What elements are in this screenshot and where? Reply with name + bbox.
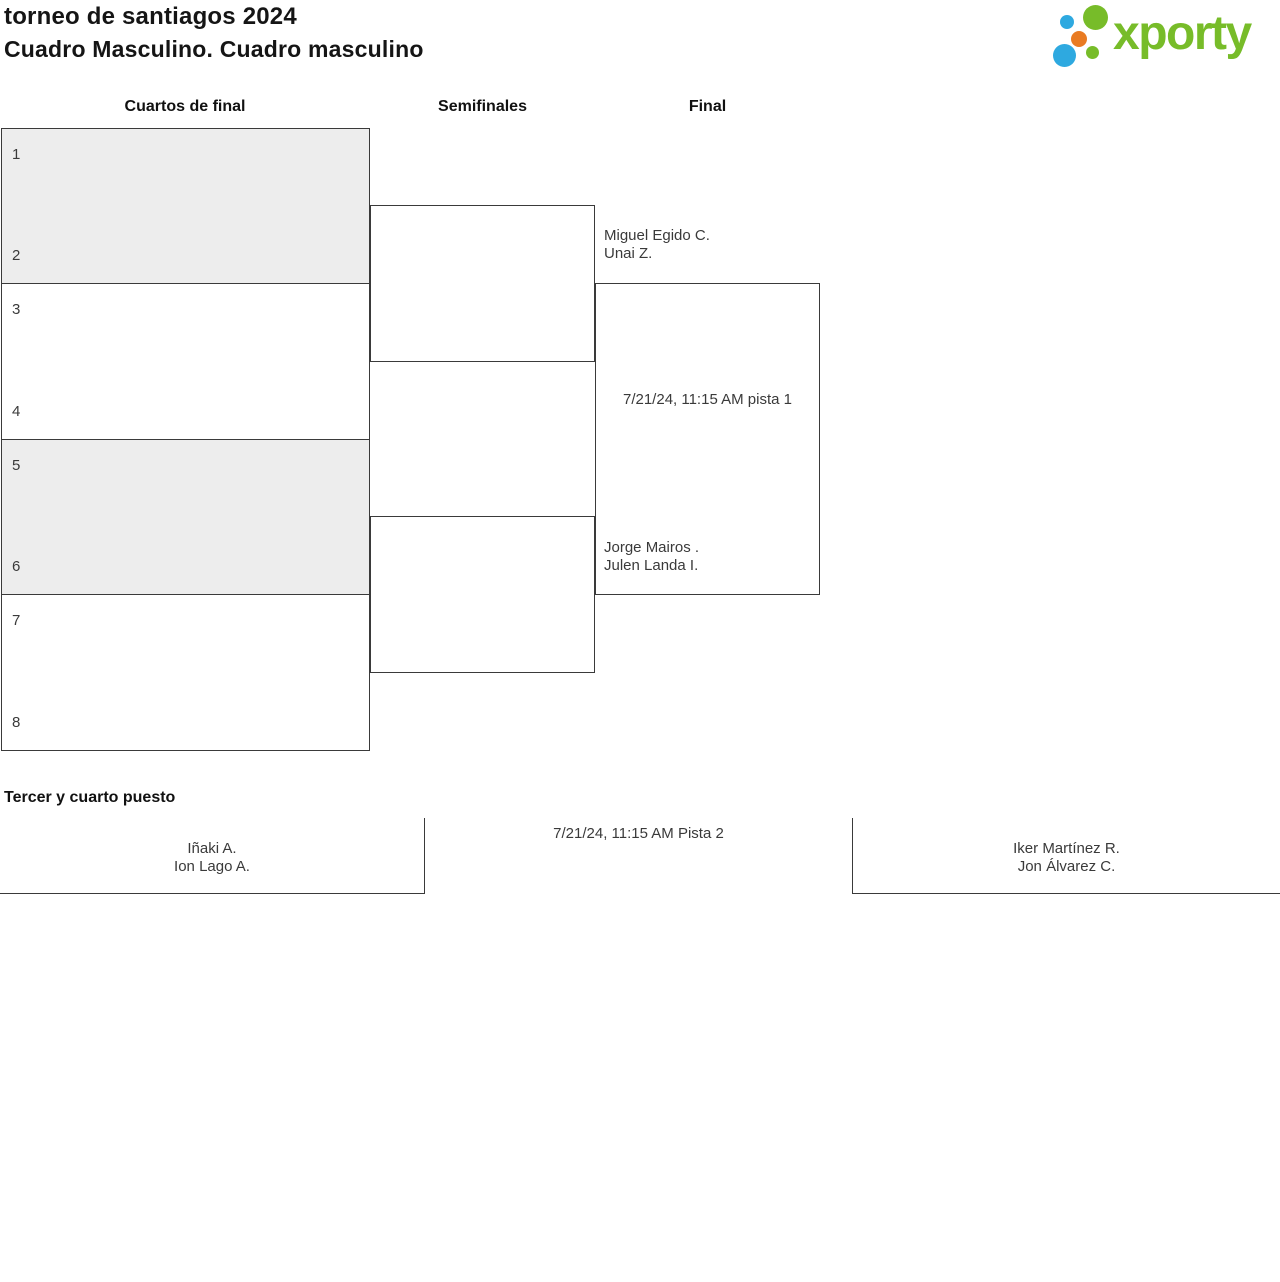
page-title: torneo de santiagos 2024 (4, 3, 297, 30)
logo-wordmark: xporty (1113, 7, 1252, 60)
quarterfinal-match-4[interactable]: 7 8 (1, 594, 370, 751)
semifinal-match-1[interactable] (370, 205, 595, 362)
third-place-left-team: Iñaki A. Ion Lago A. (0, 840, 424, 876)
final-match[interactable] (595, 283, 820, 595)
logo-dot-icon (1086, 46, 1099, 59)
third-place-heading: Tercer y cuarto puesto (4, 789, 176, 806)
logo-dot-icon (1060, 15, 1074, 29)
final-match-schedule: 7/21/24, 11:15 AM pista 1 (622, 391, 792, 408)
seed-number: 7 (12, 612, 21, 629)
final-top-team: Miguel Egido C. Unai Z. (604, 227, 710, 263)
third-place-right-team: Iker Martínez R. Jon Álvarez C. (853, 840, 1280, 876)
quarterfinal-match-2[interactable]: 3 4 (1, 283, 370, 440)
player-name: Jon Álvarez C. (1017, 858, 1116, 875)
third-place-left-match[interactable]: Iñaki A. Ion Lago A. (0, 818, 425, 894)
player-name: Miguel Egido C. (604, 227, 710, 244)
seed-number: 6 (12, 558, 21, 575)
player-name: Iker Martínez R. (1013, 840, 1120, 857)
logo-dot-icon (1071, 31, 1087, 47)
final-bottom-team: Jorge Mairos . Julen Landa I. (604, 539, 699, 575)
third-place-right-match[interactable]: Iker Martínez R. Jon Álvarez C. (852, 818, 1280, 894)
quarterfinal-match-3[interactable]: 5 6 (1, 439, 370, 595)
logo-dot-icon (1053, 44, 1076, 67)
player-name: Iñaki A. (187, 840, 237, 857)
seed-number: 4 (12, 403, 21, 420)
xporty-logo[interactable]: xporty (1045, 0, 1277, 72)
third-place-schedule: 7/21/24, 11:15 AM Pista 2 (553, 825, 724, 842)
round-header-quarterfinals: Cuartos de final (124, 98, 246, 115)
seed-number: 8 (12, 714, 21, 731)
player-name: Ion Lago A. (174, 858, 250, 875)
seed-number: 3 (12, 301, 21, 318)
player-name: Unai Z. (604, 245, 653, 262)
quarterfinal-match-1[interactable]: 1 2 (1, 128, 370, 284)
player-name: Jorge Mairos . (604, 539, 700, 556)
semifinal-match-2[interactable] (370, 516, 595, 673)
round-header-final: Final (688, 98, 727, 115)
round-header-semifinals: Semifinales (438, 98, 527, 115)
seed-number: 1 (12, 146, 21, 163)
page-subtitle: Cuadro Masculino. Cuadro masculino (4, 36, 424, 62)
seed-number: 5 (12, 457, 21, 474)
logo-dot-icon (1083, 5, 1108, 30)
seed-number: 2 (12, 247, 21, 264)
player-name: Julen Landa I. (604, 557, 699, 574)
